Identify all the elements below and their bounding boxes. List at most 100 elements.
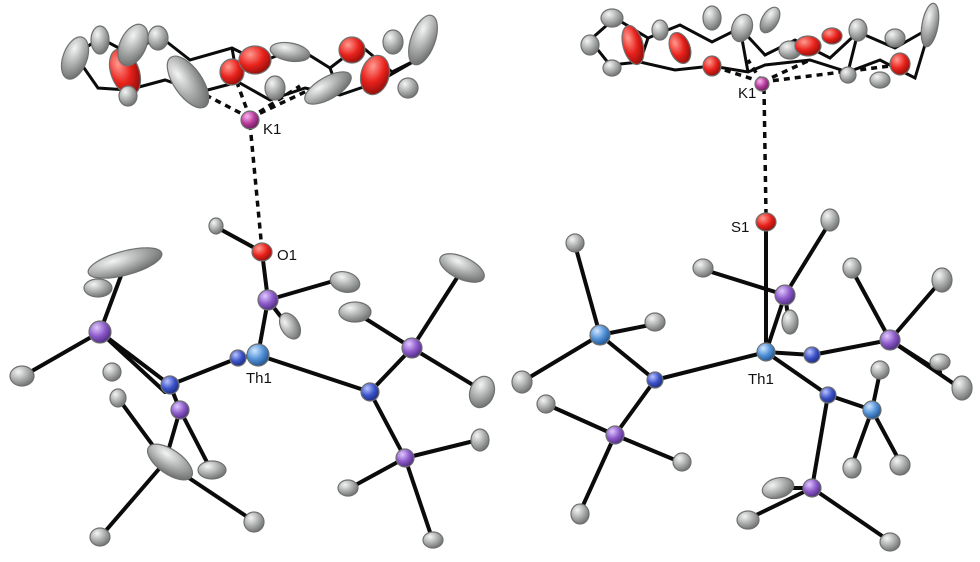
silicon-atom — [862, 400, 882, 420]
carbon-atom — [600, 8, 624, 28]
carbon-atom — [842, 257, 862, 279]
left-thorium-atom — [246, 343, 270, 367]
oxygen-atom — [668, 31, 692, 65]
oxygen-atom — [621, 24, 645, 66]
oxygen-atom — [338, 36, 366, 64]
carbon-atom — [208, 217, 224, 235]
carbon-atom — [197, 460, 227, 480]
carbon-atom — [839, 66, 857, 84]
nitrogen-atom — [360, 382, 380, 402]
carbon-atom — [329, 270, 361, 294]
right-th1-label: Th1 — [748, 371, 774, 388]
carbon-atom — [692, 258, 714, 278]
right-thorium-atom — [756, 342, 776, 362]
carbon-atom — [736, 510, 760, 530]
carbon-atom — [565, 233, 585, 253]
carbon-atom — [869, 71, 891, 89]
nitrogen-atom — [819, 386, 837, 404]
right-potassium-atom — [754, 76, 770, 92]
oxygen-atom — [238, 45, 272, 75]
nitrogen-atom — [646, 371, 664, 389]
silicon-atom — [605, 425, 625, 445]
oxygen-atom — [821, 27, 843, 45]
carbon-atom — [931, 267, 953, 293]
silicon-atom — [802, 478, 822, 498]
nitrogen-atom — [803, 346, 821, 364]
carbon-atom — [759, 6, 781, 34]
nitrogen-atom — [160, 375, 180, 395]
carbon-atom — [511, 370, 533, 394]
oxygen-atom — [702, 55, 722, 77]
oxygen-atom — [359, 54, 391, 96]
carbon-atom — [338, 301, 372, 323]
left-th1-label: Th1 — [246, 370, 272, 387]
carbon-atom — [264, 75, 286, 101]
carbon-atom — [879, 532, 901, 552]
carbon-atom — [9, 365, 35, 387]
carbon-atom — [337, 479, 359, 497]
carbon-atom — [820, 208, 840, 232]
silicon-atom — [879, 329, 901, 351]
carbon-atom — [87, 247, 163, 279]
carbon-atom — [920, 2, 940, 48]
right-molecule: K1 S1 Th1 — [511, 2, 973, 552]
right-s1-label: S1 — [731, 219, 749, 236]
carbon-atom — [951, 375, 973, 401]
carbon-atom — [761, 476, 795, 500]
carbon-atom — [580, 34, 600, 56]
left-potassium-atom — [240, 110, 260, 130]
carbon-atom — [570, 503, 590, 525]
carbon-atom — [602, 59, 622, 77]
right-bonds — [523, 220, 962, 542]
carbon-atom — [243, 511, 265, 533]
carbon-atom — [848, 18, 868, 42]
left-k-o-contact — [248, 123, 264, 251]
oxygen-atom — [219, 58, 245, 86]
carbon-atom — [83, 278, 113, 298]
carbon-atom — [536, 394, 556, 414]
carbon-atom — [397, 77, 419, 99]
carbon-atom — [304, 71, 352, 105]
oxygen-atom — [889, 52, 911, 76]
silicon-atom — [88, 320, 112, 344]
right-k-s-contact — [762, 87, 768, 216]
carbon-atom — [889, 454, 911, 476]
carbon-atom — [422, 531, 444, 549]
carbon-atom — [90, 25, 110, 55]
silicon-atom — [257, 289, 279, 311]
carbon-atom — [672, 452, 692, 472]
right-k1-label: K1 — [738, 85, 756, 102]
carbon-atom — [884, 28, 906, 48]
right-atoms — [511, 2, 973, 552]
silicon-atom — [170, 400, 190, 420]
carbon-atom — [730, 13, 754, 43]
carbon-atom — [651, 19, 669, 41]
left-oxygen-o1-atom — [251, 242, 273, 262]
carbon-atom — [102, 362, 122, 382]
right-sulfur-s1-atom — [755, 212, 777, 232]
carbon-atom — [408, 14, 438, 66]
left-atoms — [9, 14, 496, 549]
carbon-atom — [117, 23, 149, 67]
carbon-atom — [382, 29, 404, 55]
oxygen-atom — [794, 35, 822, 57]
carbon-atom — [166, 55, 210, 109]
nitrogen-atom — [229, 349, 247, 367]
carbon-atom — [870, 360, 890, 380]
silicon-atom — [401, 337, 423, 359]
left-o1-label: O1 — [277, 247, 297, 264]
carbon-atom — [89, 527, 111, 547]
left-k1-label: K1 — [263, 121, 281, 138]
carbon-atom — [118, 85, 138, 107]
carbon-atom — [439, 253, 485, 283]
carbon-atom — [702, 5, 722, 31]
carbon-atom — [147, 443, 193, 481]
carbon-atom — [147, 25, 169, 51]
carbon-atom — [269, 41, 311, 63]
carbon-atom — [470, 428, 490, 452]
carbon-atom — [644, 312, 666, 332]
carbon-atom — [929, 353, 951, 371]
silicon-atom — [589, 324, 611, 346]
